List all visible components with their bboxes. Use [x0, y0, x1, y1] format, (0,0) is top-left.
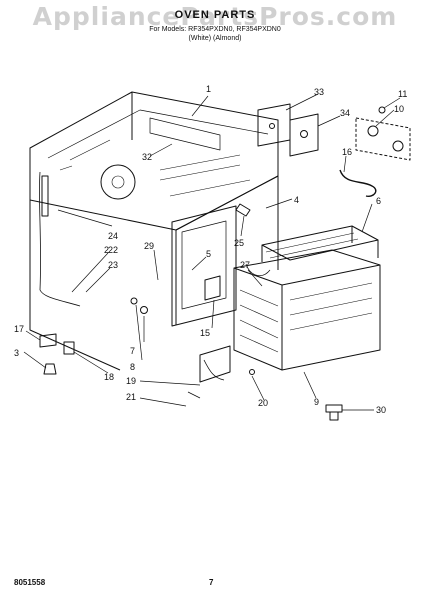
insulation-wrap: [39, 171, 81, 307]
callout-19: 19: [126, 376, 136, 386]
front-frame: [171, 205, 237, 327]
callout-16: 16: [342, 147, 352, 157]
callout-29: 29: [144, 241, 154, 251]
diagram-title: OVEN PARTS: [174, 9, 256, 21]
callout-11: 11: [398, 89, 407, 99]
hinge-parts: [39, 333, 75, 375]
model-line: For Models: RF354PXDN0, RF354PXDN0: [149, 26, 281, 33]
nut-part: [140, 306, 148, 314]
callout-8: 8: [130, 362, 135, 372]
callout-32: 32: [142, 152, 152, 162]
callout-22: 22: [108, 245, 118, 255]
callout-2: 2: [104, 245, 109, 255]
callout-24: 24: [108, 231, 118, 241]
callout-20: 20: [258, 398, 268, 408]
color-line: (White) (Almond): [188, 35, 242, 42]
callout-9: 9: [314, 397, 319, 407]
callout-7: 7: [130, 346, 135, 356]
callout-5: 5: [206, 249, 211, 259]
oven-racks: [261, 225, 379, 262]
watermark: AppliancePartsPros.com: [32, 2, 398, 31]
oven-liner: [233, 249, 381, 371]
callout-4: 4: [294, 195, 299, 205]
leader-lines: [23, 93, 401, 411]
screw-part: [235, 203, 251, 217]
model-subtitle: For Models: RF354PXDN0, RF354PXDN0 (Whit…: [0, 25, 430, 43]
callout-30: 30: [376, 405, 386, 415]
washer-part: [130, 297, 138, 305]
callout-10: 10: [394, 104, 404, 114]
oven-chassis: [29, 91, 279, 371]
callout-6: 6: [376, 196, 381, 206]
callout-25: 25: [234, 238, 244, 248]
callout-labels: 1 2 3 4 5 6 7 8 9 10 11 15 16 17 18 19 2…: [14, 84, 407, 415]
document-number: 8051558: [14, 578, 46, 587]
flex-tube: [339, 169, 377, 198]
callout-27: 27: [240, 260, 250, 270]
callout-15: 15: [200, 328, 210, 338]
callout-21: 21: [126, 392, 136, 402]
callout-23: 23: [108, 260, 118, 270]
leveling-leg: [325, 404, 343, 421]
callout-18: 18: [104, 372, 114, 382]
callout-33: 33: [314, 87, 324, 97]
mounting-brackets: [257, 103, 319, 157]
page-number: 7: [209, 578, 214, 587]
ignitor-assembly: [355, 106, 411, 161]
callout-1: 1: [206, 84, 211, 94]
callout-34: 34: [340, 108, 350, 118]
callout-17: 17: [14, 324, 24, 334]
callout-3: 3: [14, 348, 19, 358]
valve-bracket: [187, 345, 255, 399]
